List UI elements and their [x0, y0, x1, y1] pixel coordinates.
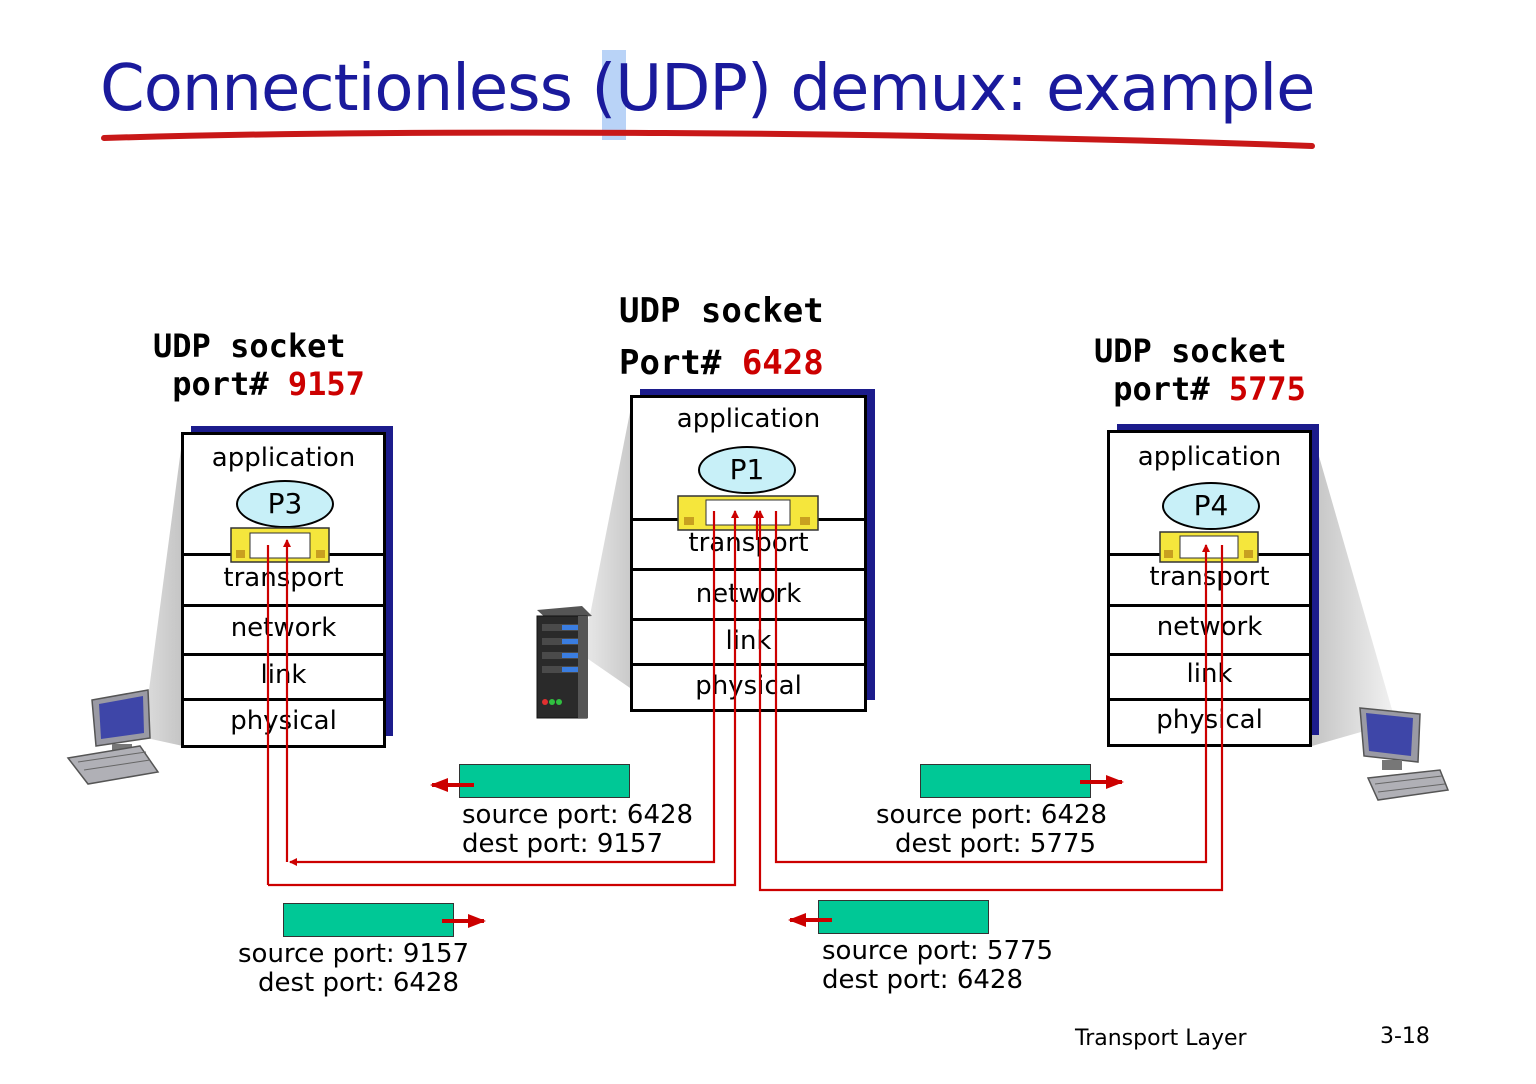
page-number: 3-18	[1380, 1024, 1430, 1049]
layer-link: link	[1186, 659, 1233, 689]
right-socket-label: UDP socket port# 5775	[1094, 332, 1306, 409]
layer-transport: transport	[223, 563, 344, 593]
left-computer-icon	[66, 689, 160, 785]
server-icon	[536, 606, 592, 719]
title-highlight	[602, 50, 626, 140]
segment-3-source: source port: 9157	[238, 939, 470, 969]
layer-application: application	[1137, 442, 1282, 472]
layer-network: network	[230, 613, 337, 643]
right-socket-title: UDP socket	[1094, 332, 1287, 370]
right-computer-icon	[1359, 707, 1450, 801]
center-socket-port-number: 6428	[741, 343, 824, 383]
server-shade	[575, 397, 633, 690]
segment-6428-to-5775	[920, 764, 1091, 798]
flow-9157-out-horizontal	[268, 510, 739, 887]
segment-1-dest: dest port: 9157	[462, 829, 663, 859]
layer-link: link	[725, 626, 772, 656]
center-socket-label: UDP socket Port# 6428	[619, 285, 824, 389]
flow-5775-out	[756, 510, 1224, 892]
segment-6428-to-9157	[459, 764, 630, 798]
layer-transport: transport	[1149, 562, 1270, 592]
segment-3-text: source port: 9157 dest port: 6428	[238, 940, 469, 998]
title-underline	[101, 129, 1315, 149]
process-p4: P4	[1162, 482, 1260, 530]
right-socket-port-number: 5775	[1228, 370, 1306, 409]
segment-5775-to-6428	[818, 900, 989, 934]
segment-1-text: source port: 6428 dest port: 9157	[462, 801, 693, 859]
left-host-shade	[110, 434, 183, 746]
flow-6428-to-9157	[289, 511, 716, 866]
flow-6428-to-5775	[774, 511, 1210, 864]
segment-2-text: source port: 6428 dest port: 5775	[876, 801, 1107, 859]
left-protocol-stack: application transport network link physi…	[181, 426, 393, 748]
segment-4-text: source port: 5775 dest port: 6428	[822, 937, 1053, 995]
segment-2-source: source port: 6428	[876, 800, 1108, 830]
segment-4-dest: dest port: 6428	[822, 965, 1023, 995]
layer-network: network	[1156, 612, 1263, 642]
layer-application: application	[676, 404, 821, 434]
right-socket-port-prefix: port#	[1094, 370, 1229, 409]
layer-physical: physical	[230, 706, 337, 736]
slide-title: Connectionless (UDP) demux: example	[100, 52, 1315, 126]
left-socket-icon	[230, 527, 330, 563]
right-host-shade	[1312, 432, 1395, 746]
process-p3: P3	[236, 480, 334, 528]
center-socket-title: UDP socket	[619, 291, 824, 331]
center-socket-port-prefix: Port#	[619, 343, 742, 383]
segment-3-dest: dest port: 6428	[258, 968, 459, 998]
left-socket-label: UDP socket port# 9157	[153, 327, 365, 404]
segment-1-source: source port: 6428	[462, 800, 694, 830]
layer-application: application	[211, 443, 356, 473]
left-socket-title: UDP socket	[153, 327, 346, 365]
segment-4-source: source port: 5775	[822, 936, 1054, 966]
process-p1: P1	[698, 446, 796, 494]
layer-transport: transport	[688, 528, 809, 558]
footer-label: Transport Layer	[1075, 1026, 1247, 1051]
left-socket-port-prefix: port#	[153, 365, 288, 404]
right-socket-icon	[1159, 531, 1259, 563]
layer-physical: physical	[1156, 705, 1263, 735]
segment-2-dest: dest port: 5775	[895, 829, 1096, 859]
left-socket-port-number: 9157	[287, 365, 365, 404]
